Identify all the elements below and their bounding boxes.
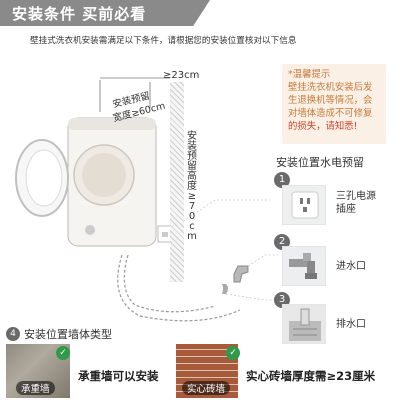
tip-title: *温馨提示	[288, 69, 331, 80]
tip-line: 壁挂洗衣机安装后发	[288, 82, 373, 93]
wall-number: 4	[6, 327, 20, 341]
height-label-char: 安	[187, 131, 197, 142]
check-icon: ✓	[56, 346, 70, 360]
brick-wall-tag: 实心砖墙	[182, 381, 231, 395]
height-label-char: m	[187, 231, 197, 242]
item-label-power-1: 三孔电源	[336, 191, 376, 202]
item-label-drain: 排水口	[336, 319, 366, 330]
height-label-char: 高	[187, 171, 197, 182]
socket-icon	[291, 191, 319, 219]
load-bearing-caption: 承重墙可以安装	[78, 369, 159, 383]
load-bearing-tag: 承重墙	[16, 381, 55, 395]
height-label-char: 装	[187, 141, 197, 152]
height-label-char: 度	[187, 181, 197, 192]
tip-line: 对墙体造成不可修复	[288, 108, 373, 119]
wall-hatch	[170, 82, 184, 282]
item-number-1: 1	[274, 172, 290, 188]
height-label-char: c	[189, 221, 195, 232]
height-label-char: 留	[187, 161, 197, 172]
item-label-power-2: 插座	[336, 204, 356, 215]
tip-box: *温馨提示 壁挂洗衣机安装后发 生退换机等情况，会 对墙体造成不可修复 的损失，…	[282, 64, 386, 144]
water-inlet-image	[282, 246, 326, 286]
check-icon: ✓	[226, 346, 240, 360]
drain-image	[282, 304, 326, 344]
faucet-icon	[289, 253, 317, 279]
height-label-char: 7	[188, 201, 196, 212]
height-label-char: 0	[188, 211, 196, 222]
top-gap-label: ≥23cm	[163, 70, 200, 81]
utilities-title: 安装位置水电预留	[276, 156, 364, 169]
height-label-char: 预	[187, 151, 197, 162]
washer-illustration	[15, 77, 278, 322]
drain-icon	[289, 308, 321, 341]
tip-line-warning: 的损失，请知悉!	[288, 121, 358, 132]
top-banner: 安装条件 买前必看	[0, 0, 210, 26]
height-label-char: ≥	[187, 191, 197, 202]
tip-line: 生退换机等情况，会	[288, 95, 373, 106]
intro-text: 壁挂式洗衣机安装需满足以下条件，请根据您的安装位置核对以下信息	[30, 36, 297, 46]
power-socket-image	[282, 185, 326, 225]
item-label-inlet: 进水口	[336, 261, 366, 272]
brick-wall-caption: 实心砖墙厚度需≥23厘米	[246, 369, 376, 383]
wall-title: 安装位置墙体类型	[24, 328, 112, 341]
banner-title: 安装条件 买前必看	[12, 5, 147, 23]
